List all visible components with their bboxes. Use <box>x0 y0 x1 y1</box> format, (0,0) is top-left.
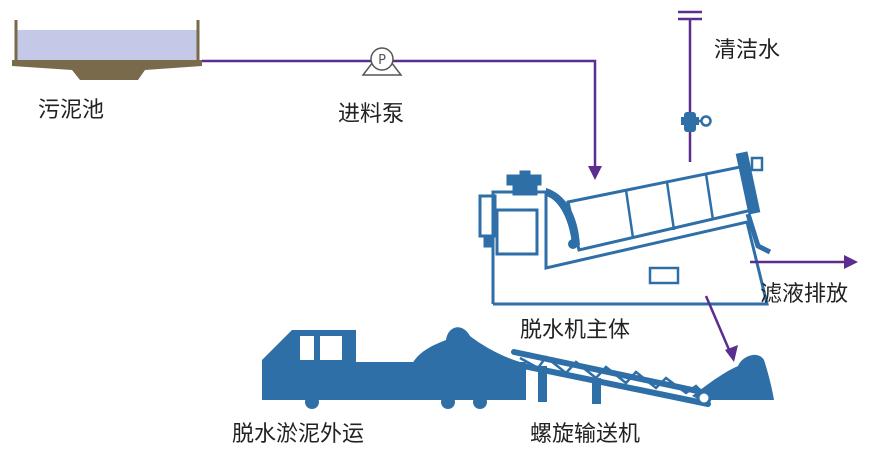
conveyor-pulley <box>696 390 712 406</box>
screw-conveyor <box>511 349 774 407</box>
label-clean-water: 清洁水 <box>714 38 781 63</box>
dewatering-machine <box>478 151 772 306</box>
conveyor-spiral <box>519 355 709 399</box>
machine-housing <box>491 190 769 306</box>
filtrate-arrow <box>844 255 858 269</box>
cab-window-1 <box>300 336 314 360</box>
truck-wheel-rear-2 <box>473 395 487 409</box>
label-screw-conveyor: 螺旋输送机 <box>530 422 641 447</box>
tank-hopper <box>12 60 202 80</box>
truck-wheel-rear-1 <box>441 395 455 409</box>
sludge-tank <box>12 20 202 80</box>
control-cabinet <box>495 208 539 256</box>
truck <box>262 327 526 409</box>
cab-window-2 <box>320 336 342 360</box>
sight-window <box>648 266 680 285</box>
conveyor-sludge-heap <box>692 354 774 400</box>
valve-icon <box>681 112 712 132</box>
pump-icon <box>370 47 394 71</box>
motor-knob <box>519 170 531 180</box>
conveyor-leg-1 <box>538 366 547 402</box>
discharge-chute <box>745 213 772 255</box>
drum-rib-1 <box>624 189 635 239</box>
end-bracket <box>750 156 764 172</box>
label-main-body: 脱水机主体 <box>520 318 631 343</box>
drum-rib-3 <box>704 173 715 221</box>
feed-arrow <box>588 166 602 180</box>
drive-pulley <box>568 239 578 249</box>
label-sludge-out: 脱水淤泥外运 <box>232 422 365 447</box>
truck-bed <box>352 362 526 400</box>
tank-water <box>16 30 198 60</box>
pump-mark: P <box>378 53 386 68</box>
label-filtrate: 滤液排放 <box>760 282 849 307</box>
truck-wheel-front <box>305 395 319 409</box>
sludge-drop-arrow <box>725 345 738 362</box>
conveyor-leg-2 <box>592 378 601 404</box>
label-sludge-tank: 污泥池 <box>38 98 105 123</box>
truck-sludge-load <box>412 327 520 364</box>
drum-rib-2 <box>665 181 676 231</box>
drum-end-cap <box>735 151 761 215</box>
clean-water-line <box>678 10 712 162</box>
sludge-drop-line <box>704 295 732 353</box>
feed-pump <box>361 47 403 76</box>
drive-belt <box>546 188 580 245</box>
feed-pipe <box>202 59 597 170</box>
label-feed-pump: 进料泵 <box>338 102 405 127</box>
cabinet-latch <box>483 234 495 248</box>
